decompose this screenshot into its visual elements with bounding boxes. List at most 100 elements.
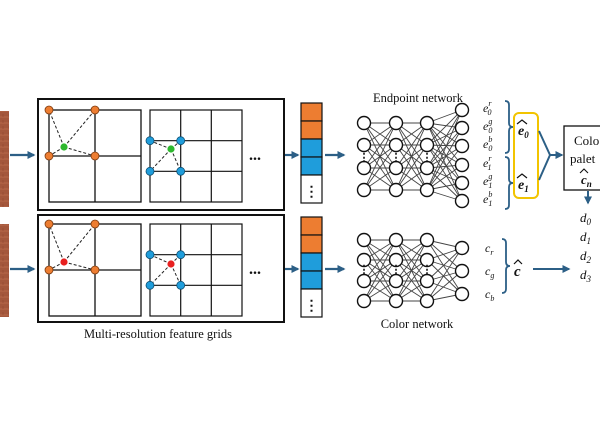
color-network-label: Color network xyxy=(381,317,454,331)
grid-panel-top xyxy=(37,98,285,211)
svg-text:d2: d2 xyxy=(580,248,592,265)
endpoint-net-neuron xyxy=(356,160,372,176)
svg-text:d1: d1 xyxy=(580,229,591,246)
svg-text:cb: cb xyxy=(485,287,494,303)
color-net-neuron xyxy=(419,232,435,248)
endpoint-net-neuron xyxy=(356,182,372,198)
vertex-top-coarse-2 xyxy=(90,105,100,115)
color-net-connection xyxy=(426,239,463,272)
ellipsis-bottom: ... xyxy=(249,261,261,278)
brace-e1 xyxy=(504,156,514,210)
svg-text:er0: er0 xyxy=(483,99,492,117)
color-net-connection xyxy=(363,239,397,302)
palette-output-cn: cn xyxy=(581,172,592,189)
endpoint-net-connection xyxy=(426,109,463,169)
color-net-connection xyxy=(395,239,428,282)
color-net-neuron xyxy=(454,263,470,279)
vertex-bottom-coarse-2 xyxy=(90,219,100,229)
color-net-connection xyxy=(363,259,397,302)
color-net-neuron xyxy=(419,252,435,268)
endpoint-net-neuron xyxy=(356,137,372,153)
svg-text:eg0: eg0 xyxy=(483,117,492,135)
interp-lines-bottom-coarse xyxy=(48,223,96,271)
color-net-neuron xyxy=(388,293,404,309)
endpoint-net-neuron xyxy=(356,115,372,131)
vertex-bottom-coarse-1 xyxy=(44,219,54,229)
endpoint-net-connection xyxy=(426,167,463,202)
endpoint-net-neuron xyxy=(419,115,435,131)
brace-e0 xyxy=(504,100,514,154)
endpoint-net-connection xyxy=(426,109,463,191)
endpoint-net-connection xyxy=(363,144,397,191)
color-net-neuron xyxy=(388,252,404,268)
endpoint-net-connection xyxy=(395,122,428,191)
interp-lines-bottom-fine xyxy=(149,254,182,286)
palette-box xyxy=(563,125,600,191)
color-net-connection xyxy=(395,259,428,302)
vertex-top-fine-2 xyxy=(176,136,186,146)
endpoint-net-neuron xyxy=(419,160,435,176)
color-net-neuron xyxy=(419,293,435,309)
input-texture-top xyxy=(0,111,9,207)
endpoint-net-neuron xyxy=(454,138,470,154)
endpoint-net-connection xyxy=(395,122,428,169)
endpoint-net-connection xyxy=(363,122,397,169)
color-net-connection xyxy=(395,239,428,302)
endpoint-net-neuron xyxy=(419,182,435,198)
vertex-bottom-coarse-3 xyxy=(44,265,54,275)
color-net-vdots: ⋮ xyxy=(391,264,402,276)
color-net-connection xyxy=(426,247,463,302)
endpoint-net-connection xyxy=(426,145,463,191)
endpoint-hat-labels: e0 e1 xyxy=(516,119,529,194)
color-net-neuron xyxy=(419,273,435,289)
color-net-neuron xyxy=(356,273,372,289)
d-output-labels: d0 d1 d2 d3 xyxy=(580,210,592,284)
vertex-top-coarse-3 xyxy=(44,151,54,161)
endpoint-net-neuron xyxy=(454,157,470,173)
endpoint-net-neuron xyxy=(388,160,404,176)
endpoint-network: ⋮⋮⋮ xyxy=(356,102,470,209)
fine-grid-bottom xyxy=(149,223,243,317)
color-net-neuron xyxy=(356,232,372,248)
color-net-neuron xyxy=(454,240,470,256)
vertex-bottom-fine-4 xyxy=(176,280,186,290)
color-net-connection xyxy=(426,270,463,302)
endpoint-net-connection xyxy=(426,127,463,191)
color-output-labels: cr cg cb xyxy=(485,241,494,303)
color-net-neuron xyxy=(388,273,404,289)
svg-text:d0: d0 xyxy=(580,210,592,227)
svg-text:cr: cr xyxy=(485,241,494,257)
vertex-top-coarse-4 xyxy=(90,151,100,161)
color-net-neuron xyxy=(388,232,404,248)
palette-label-line2: palet xyxy=(570,151,596,166)
svg-text:d3: d3 xyxy=(580,267,592,284)
svg-text:cg: cg xyxy=(485,264,494,280)
color-net-connection xyxy=(426,239,463,295)
endpoint-net-neuron xyxy=(388,137,404,153)
endpoint-net-vdots: ⋮ xyxy=(359,152,370,164)
palette-label-line1: Colo xyxy=(574,133,599,148)
color-network: ⋮⋮⋮ xyxy=(356,232,470,309)
arrow-endpoints-to-palette xyxy=(538,130,552,181)
endpoint-net-neuron xyxy=(454,120,470,136)
color-net-connection xyxy=(426,247,463,282)
interp-lines-top-coarse xyxy=(48,109,96,157)
vertex-top-fine-1 xyxy=(145,136,155,146)
vertex-bottom-fine-2 xyxy=(176,250,186,260)
endpoint-net-connection xyxy=(426,122,463,202)
endpoint-net-connection xyxy=(426,109,463,146)
interp-lines-top-fine xyxy=(149,140,182,172)
endpoint-network-label: Endpoint network xyxy=(373,91,464,105)
endpoint-net-connection xyxy=(426,122,463,184)
vdots-top: ⋮ xyxy=(305,185,319,200)
sample-point-top-coarse xyxy=(60,143,68,151)
endpoint-net-neuron xyxy=(388,182,404,198)
palette-output-hat xyxy=(579,168,589,174)
endpoint-net-connection xyxy=(426,122,463,166)
fine-grid-top xyxy=(149,109,243,203)
color-net-neuron xyxy=(356,252,372,268)
grid-panel-bottom xyxy=(37,214,285,323)
vdots-bottom: ⋮ xyxy=(305,299,319,314)
feature-vector-top xyxy=(300,102,323,204)
